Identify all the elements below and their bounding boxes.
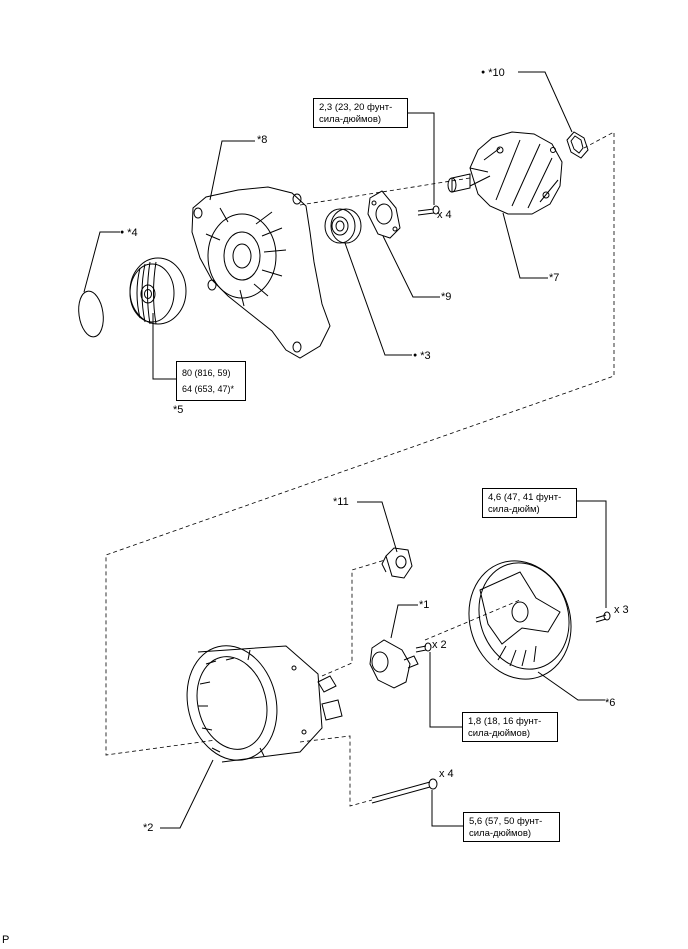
torque-box-1: 2,3 (23, 20 фунт- сила-дюймов)	[313, 98, 408, 128]
leader-3	[344, 242, 412, 356]
qty-cover-nuts: x 3	[614, 604, 629, 616]
leader-torque-5	[431, 790, 463, 827]
label-part-6: *6	[605, 697, 616, 709]
through-bolt-part	[371, 778, 438, 804]
label-part-11: *11	[333, 496, 349, 508]
leader-9	[382, 235, 440, 298]
torque-box-2: 80 (816, 59) 64 (653, 47)*	[176, 361, 246, 401]
stator-frame-part	[186, 645, 343, 763]
brush-holder-part	[381, 547, 413, 579]
leader-7	[502, 212, 548, 279]
seal-ring-part	[566, 131, 589, 159]
o-ring-part	[78, 290, 104, 338]
regulator-screw-part	[415, 642, 432, 653]
qty-brush-bolts: x 4	[437, 209, 452, 221]
label-part-9: *9	[441, 291, 452, 303]
torque-box-5-line2: сила-дюймов)	[469, 828, 532, 839]
assembly-axis-upper	[105, 131, 615, 756]
label-part-2: *2	[143, 822, 154, 834]
qty-through-bolts: x 4	[439, 768, 454, 780]
bearing-part	[324, 208, 362, 244]
cover-nut-part	[595, 611, 611, 623]
leader-4	[83, 231, 120, 293]
label-part-8: *8	[257, 134, 268, 146]
drive-end-frame-part	[191, 186, 331, 359]
torque-box-2-line2: 64 (653, 47)*	[182, 384, 235, 394]
torque-box-4: 1,8 (18, 16 фунт- сила-дюймов)	[462, 712, 558, 742]
leader-6	[537, 671, 605, 701]
torque-box-4-line2: сила-дюймов)	[468, 728, 531, 739]
leader-8	[209, 140, 255, 201]
label-part-10: *10	[481, 66, 505, 80]
leader-10	[518, 71, 573, 133]
label-part-4: *4	[120, 226, 137, 240]
retainer-screw-part	[417, 205, 440, 216]
assembly-axis-rotor	[299, 177, 471, 206]
leader-torque-1	[408, 112, 435, 205]
torque-box-3: 4,6 (47, 41 фунт- сила-дюйм)	[482, 488, 577, 518]
torque-box-4-line1: 1,8 (18, 16 фунт-	[468, 716, 542, 727]
torque-box-2-line1: 80 (816, 59)	[182, 368, 231, 378]
label-part-3: *3	[413, 349, 430, 363]
corner-mark: P	[2, 934, 10, 946]
qty-regulator-screws: x 2	[432, 639, 447, 651]
assembly-axis-cover	[424, 599, 521, 641]
torque-box-3-line1: 4,6 (47, 41 фунт-	[488, 492, 562, 503]
pulley-part	[129, 257, 187, 325]
label-part-7: *7	[549, 272, 560, 284]
label-part-1: *1	[419, 599, 430, 611]
leader-torque-4	[429, 652, 462, 728]
regulator-part	[369, 639, 419, 689]
torque-box-5-line1: 5,6 (57, 50 фунт-	[469, 816, 543, 827]
leader-2	[160, 759, 214, 829]
leader-11	[357, 501, 398, 553]
leader-5	[152, 313, 176, 380]
assembly-axis-bolt	[299, 735, 373, 807]
bearing-retainer-part	[367, 190, 401, 239]
torque-box-1-line1: 2,3 (23, 20 фунт-	[319, 102, 393, 113]
rotor-part	[447, 131, 563, 215]
torque-box-1-line2: сила-дюймов)	[319, 114, 382, 125]
leader-torque-3	[577, 500, 607, 608]
leader-1	[390, 604, 418, 639]
torque-box-5: 5,6 (57, 50 фунт- сила-дюймов)	[463, 812, 560, 842]
torque-box-3-line2: сила-дюйм)	[488, 504, 540, 515]
label-part-5: *5	[173, 404, 184, 416]
assembly-axis-regulator	[321, 559, 386, 677]
rear-cover-part	[468, 560, 572, 680]
